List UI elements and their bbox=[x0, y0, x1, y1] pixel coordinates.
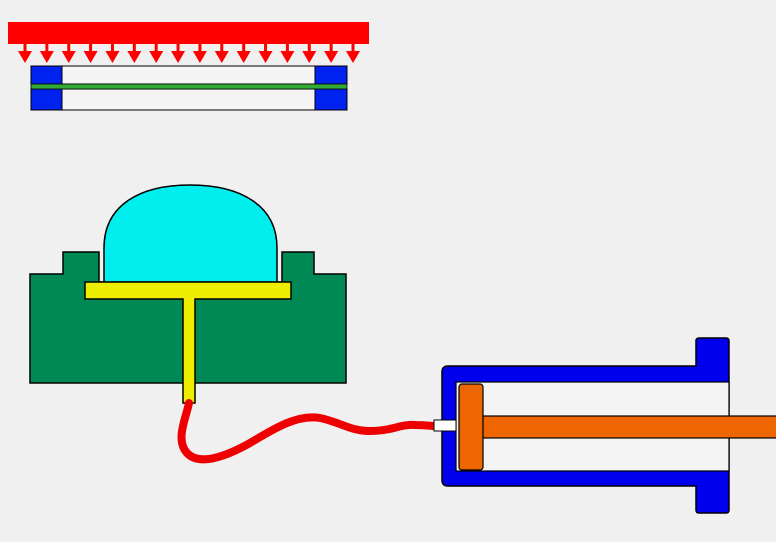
film-bottom bbox=[61, 88, 316, 111]
arrow-down-icon bbox=[39, 51, 54, 63]
arrow-down-icon bbox=[61, 51, 76, 63]
frame-right-bottom bbox=[314, 88, 348, 111]
frame-left-top bbox=[30, 65, 63, 85]
membrane-line bbox=[30, 83, 348, 90]
pressure-arrows bbox=[18, 43, 360, 63]
arrow-down-icon bbox=[154, 43, 158, 51]
arrow-down-icon bbox=[176, 43, 180, 51]
arrow-down-icon bbox=[346, 51, 360, 63]
arrow-down-icon bbox=[110, 43, 114, 51]
hose bbox=[177, 399, 438, 464]
arrow-down-icon bbox=[171, 51, 186, 63]
arrow-down-icon bbox=[192, 51, 207, 63]
membrane-cell bbox=[30, 65, 348, 111]
inlet-port bbox=[433, 419, 457, 432]
arrow-down-icon bbox=[214, 51, 229, 63]
sensor-assembly bbox=[29, 184, 347, 404]
arrow-down-icon bbox=[329, 43, 333, 51]
arrow-down-icon bbox=[83, 51, 98, 63]
arrow-down-icon bbox=[307, 43, 311, 51]
t-plate bbox=[84, 281, 292, 404]
frame-left-bottom bbox=[30, 88, 63, 111]
arrow-down-icon bbox=[23, 43, 27, 51]
dome bbox=[103, 184, 278, 285]
arrow-down-icon bbox=[45, 43, 49, 51]
film-top bbox=[61, 65, 316, 85]
arrow-down-icon bbox=[18, 51, 32, 63]
arrow-down-icon bbox=[264, 43, 268, 51]
arrow-down-icon bbox=[236, 51, 251, 63]
arrow-down-icon bbox=[127, 51, 142, 63]
arrow-down-icon bbox=[67, 43, 71, 51]
piston-rod bbox=[479, 415, 776, 439]
arrow-down-icon bbox=[89, 43, 93, 51]
frame-right-top bbox=[314, 65, 348, 85]
arrow-down-icon bbox=[351, 43, 355, 51]
arrow-down-icon bbox=[220, 43, 224, 51]
arrow-down-icon bbox=[149, 51, 164, 63]
arrow-down-icon bbox=[132, 43, 136, 51]
arrow-down-icon bbox=[280, 51, 295, 63]
arrow-down-icon bbox=[198, 43, 202, 51]
arrow-down-icon bbox=[105, 51, 120, 63]
arrow-down-icon bbox=[242, 43, 246, 51]
hydraulic-cylinder bbox=[433, 337, 776, 514]
pressure-bar bbox=[8, 22, 369, 44]
arrow-down-icon bbox=[302, 51, 317, 63]
piston-head bbox=[458, 383, 484, 471]
arrow-down-icon bbox=[285, 43, 289, 51]
arrow-down-icon bbox=[258, 51, 273, 63]
arrow-down-icon bbox=[324, 51, 339, 63]
pressure-assembly bbox=[8, 22, 369, 63]
